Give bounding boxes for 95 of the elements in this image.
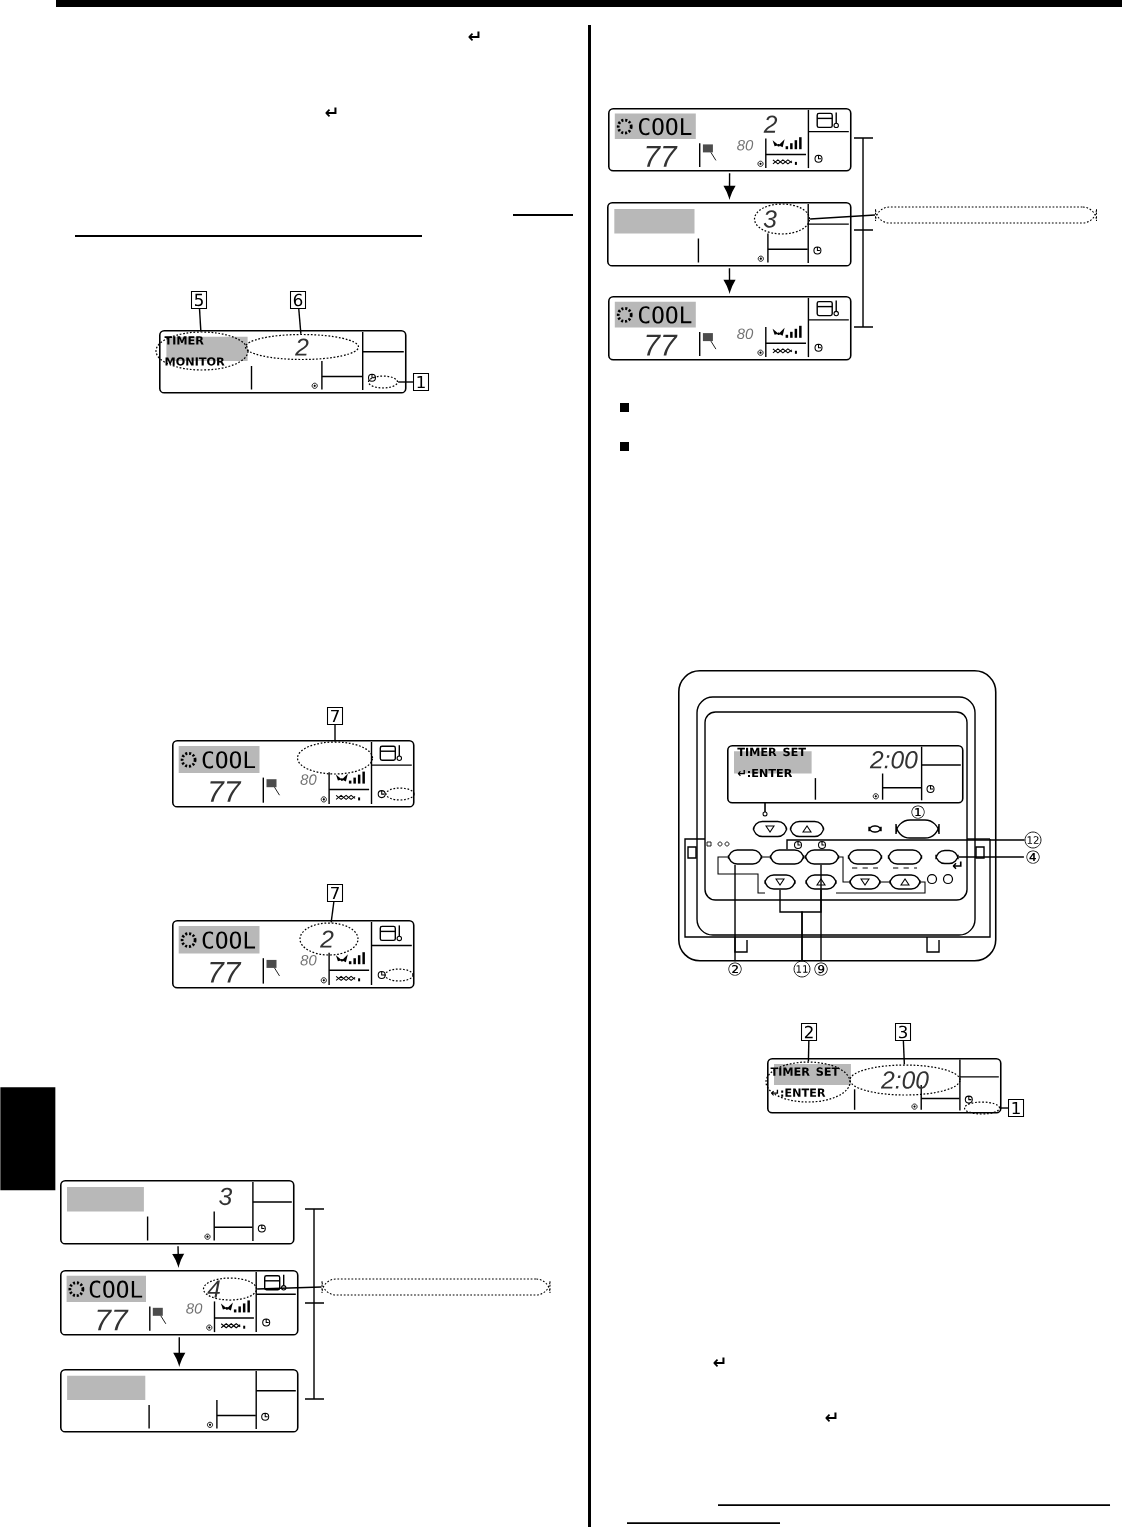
timer-number: 4 — [207, 1280, 220, 1298]
leader-line — [786, 839, 1026, 850]
button — [804, 849, 840, 865]
leader-line — [330, 901, 335, 924]
lcd-screen — [608, 296, 852, 361]
leader-line — [256, 1286, 323, 1290]
mode-label: COOL — [638, 117, 692, 136]
dotted-ellipse — [367, 375, 399, 389]
dotted-ellipse — [753, 203, 811, 235]
enter-symbol: ↵ — [468, 31, 480, 41]
dotted-ellipse — [202, 1277, 258, 1301]
mode-label: COOL — [638, 306, 692, 324]
display-message: TIMER SET ↵:ENTER — [770, 1067, 840, 1097]
leader-line — [734, 864, 736, 962]
setpoint-readout: 80 — [737, 139, 754, 151]
temperature-readout: 77 — [97, 1309, 129, 1331]
mode-label: COOL — [202, 931, 256, 949]
lcd-screen — [172, 740, 415, 808]
mode-label: COOL — [202, 751, 256, 769]
dotted-box — [321, 1278, 551, 1296]
arrow — [173, 1336, 185, 1366]
callout-number: 3 — [895, 1023, 912, 1042]
dotted-ellipse — [296, 741, 374, 775]
timer-number: 2:00 — [880, 1071, 929, 1089]
leader-line — [958, 856, 1025, 858]
leader-line — [807, 1040, 810, 1063]
leader-line — [999, 1107, 1009, 1109]
dotted-ellipse — [244, 333, 360, 361]
button — [769, 849, 805, 865]
temperature-readout: 77 — [210, 781, 242, 802]
lcd-screen — [607, 202, 852, 267]
lcd-screen — [172, 920, 415, 989]
enter-symbol: ↵ — [825, 1412, 837, 1422]
leader-line — [809, 214, 876, 220]
setpoint-readout: 80 — [186, 1303, 203, 1314]
callout-number: ④ — [1026, 850, 1040, 864]
callout-number: 2 — [801, 1023, 818, 1042]
temperature-readout: 77 — [210, 962, 242, 983]
remote-controller-drawing — [678, 670, 997, 962]
button — [727, 849, 763, 865]
callout-number: 12 — [1024, 831, 1042, 849]
arrow — [724, 172, 736, 199]
setpoint-readout: 80 — [300, 774, 317, 785]
leader-line — [298, 308, 302, 335]
enter-symbol: ↵ — [325, 107, 337, 117]
leader-line — [820, 864, 822, 962]
mode-label: COOL — [89, 1280, 143, 1298]
lcd-screen — [608, 108, 852, 172]
display-message: TIMER MONITOR — [164, 336, 225, 366]
timer-number: 2:00 — [869, 751, 918, 769]
callout-number: 1 — [413, 372, 430, 392]
setpoint-readout: 80 — [300, 954, 317, 966]
callout-number: 11 — [793, 960, 811, 978]
dotted-ellipse — [155, 331, 249, 371]
enter-symbol: ↵ — [713, 1357, 725, 1367]
dotted-ellipse — [849, 1064, 961, 1096]
callout-number: 6 — [290, 290, 307, 310]
callout-number: ① — [911, 805, 925, 819]
lcd-screen — [60, 1180, 295, 1245]
enter-symbol: ↵ — [952, 861, 962, 870]
lcd-screen — [60, 1270, 299, 1336]
callout-number: 7 — [327, 884, 344, 903]
timer-number: 2 — [763, 115, 778, 133]
timer-number: 3 — [763, 210, 777, 228]
leader-line — [198, 308, 202, 333]
timer-number: 2 — [295, 338, 309, 356]
leader-line — [334, 724, 336, 743]
dotted-ellipse — [299, 922, 359, 956]
dotted-box — [875, 206, 1098, 224]
arrow — [724, 267, 736, 293]
timer-number: 3 — [219, 1187, 233, 1206]
temperature-readout: 77 — [646, 146, 678, 167]
dotted-ellipse — [384, 968, 414, 982]
setpoint-readout: 80 — [737, 328, 754, 340]
callout-number: ② — [728, 962, 742, 976]
dotted-ellipse — [385, 787, 415, 801]
callout-number: 5 — [190, 290, 208, 310]
temperature-readout: 77 — [646, 334, 678, 356]
lcd-screen — [60, 1369, 299, 1433]
callout-number: 1 — [1008, 1099, 1025, 1118]
display-message: TIMER SET ↵:ENTER — [737, 747, 806, 778]
button — [805, 874, 837, 890]
dotted-ellipse — [963, 1101, 1001, 1115]
lcd-screen — [159, 330, 407, 394]
lcd-screen — [727, 745, 964, 804]
section-tab — [0, 1087, 56, 1191]
callout-number: ⑨ — [814, 962, 828, 976]
lcd-screen — [767, 1058, 1002, 1114]
leader-line — [902, 1040, 906, 1066]
dotted-ellipse — [765, 1061, 851, 1103]
timer-number: 2 — [320, 930, 334, 948]
button — [764, 874, 796, 890]
arrow — [172, 1245, 184, 1267]
leader-line — [397, 381, 414, 383]
callout-number: 7 — [327, 707, 344, 726]
